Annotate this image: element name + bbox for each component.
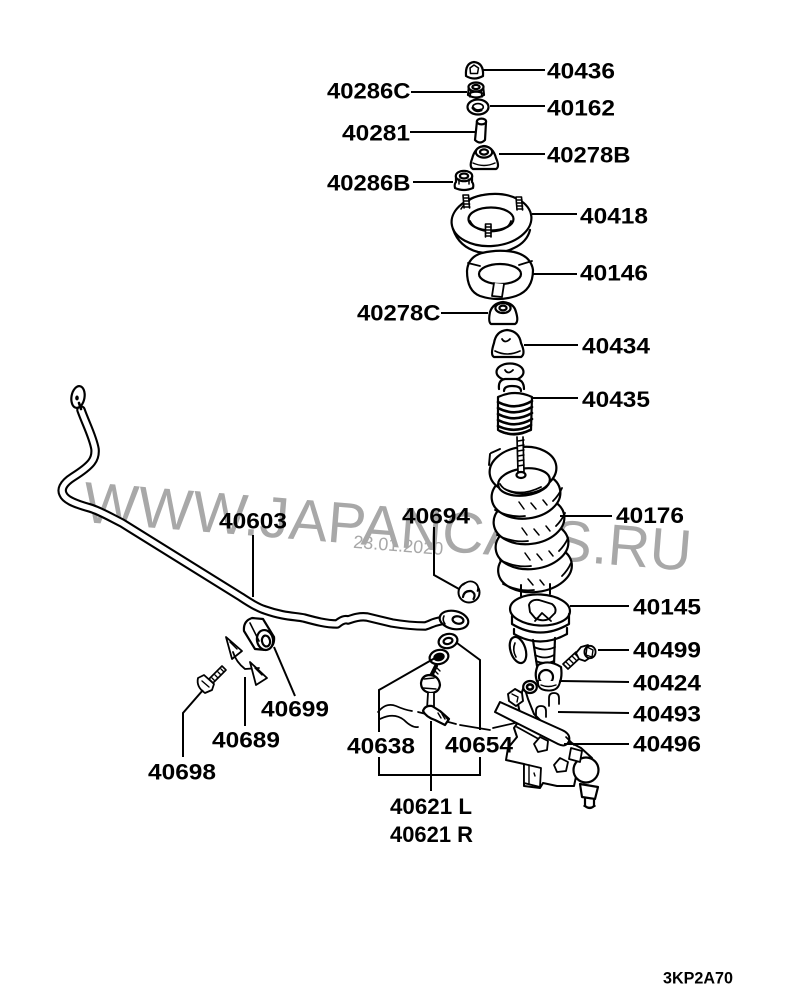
svg-text:40145: 40145	[633, 595, 701, 620]
svg-text:40689: 40689	[212, 728, 280, 753]
svg-text:40418: 40418	[580, 204, 648, 229]
svg-text:40493: 40493	[633, 702, 701, 727]
svg-text:40694: 40694	[402, 504, 471, 529]
svg-text:40424: 40424	[633, 671, 702, 696]
svg-text:40146: 40146	[580, 261, 648, 286]
svg-text:40176: 40176	[616, 503, 684, 528]
svg-text:40638: 40638	[347, 734, 415, 759]
svg-text:40603: 40603	[219, 509, 287, 534]
svg-text:40621 L: 40621 L	[390, 794, 472, 819]
svg-text:3KP2A70: 3KP2A70	[663, 970, 733, 988]
svg-text:40496: 40496	[633, 732, 701, 757]
svg-text:40434: 40434	[582, 334, 651, 359]
svg-text:40278B: 40278B	[547, 143, 631, 168]
svg-text:40654: 40654	[445, 733, 514, 758]
svg-text:40499: 40499	[633, 638, 701, 663]
svg-text:40278C: 40278C	[357, 301, 441, 326]
svg-text:40698: 40698	[148, 760, 216, 785]
svg-text:40286B: 40286B	[327, 171, 411, 196]
svg-text:40699: 40699	[261, 697, 329, 722]
svg-text:40436: 40436	[547, 59, 615, 84]
svg-text:40281: 40281	[342, 121, 410, 146]
svg-text:40162: 40162	[547, 96, 615, 121]
svg-text:40435: 40435	[582, 387, 650, 412]
svg-text:40286C: 40286C	[327, 79, 411, 104]
svg-text:40621 R: 40621 R	[390, 822, 473, 847]
